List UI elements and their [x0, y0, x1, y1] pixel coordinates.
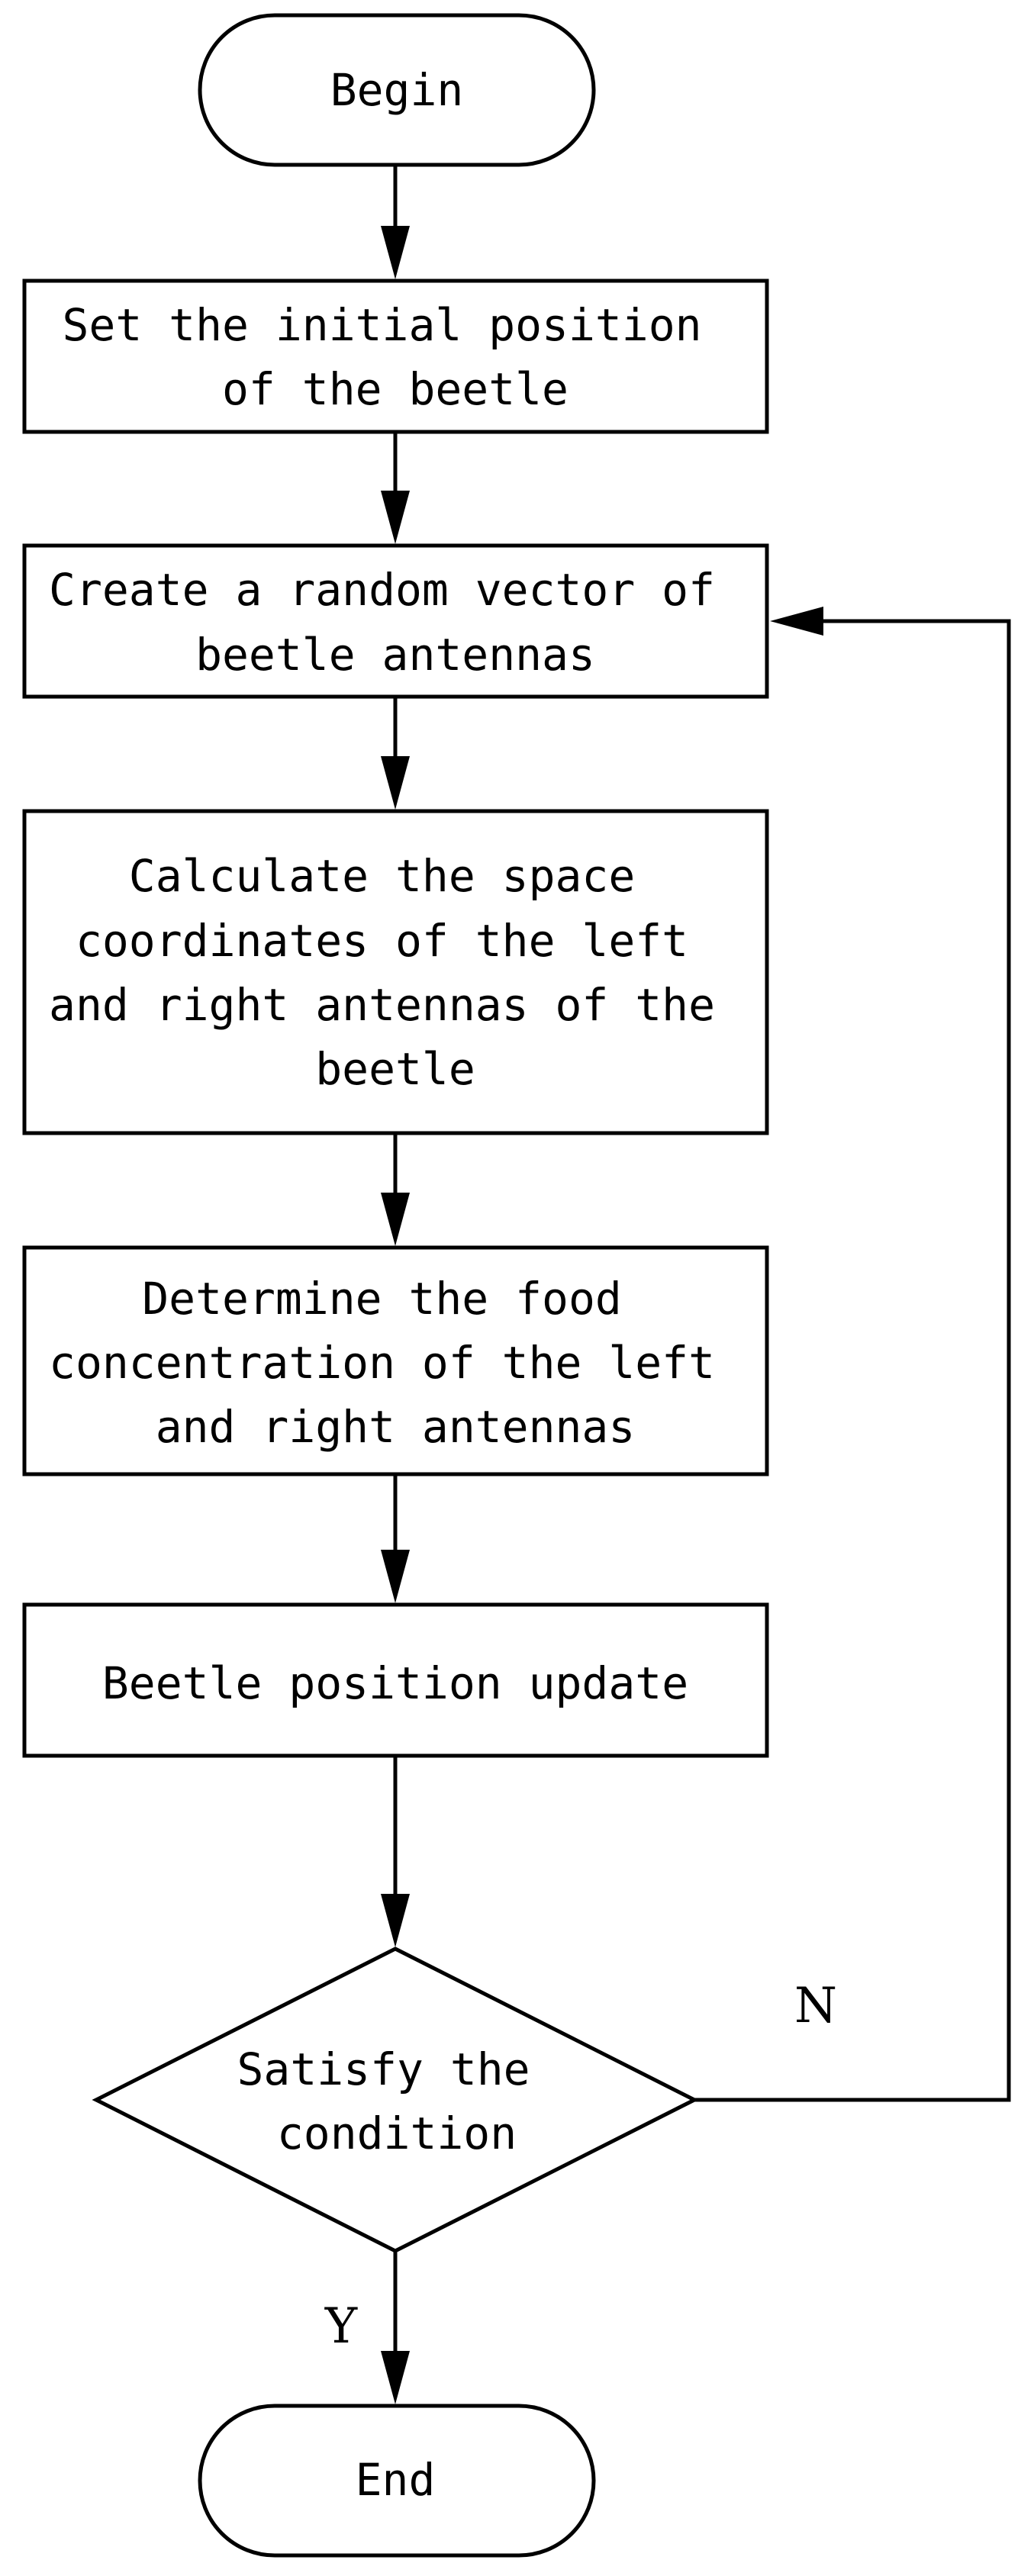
decision-diamond — [92, 1946, 699, 2253]
arrowhead-end — [381, 2351, 410, 2404]
yes-branch-label: Y — [324, 2298, 358, 2355]
step-5-box — [22, 1602, 769, 1758]
step-3-label: Calculate the space coordinates of the l… — [49, 850, 742, 1095]
connector-loop-back — [694, 619, 1011, 2102]
begin-label: Begin — [330, 64, 464, 116]
step-3-line-2: coordinates of the left — [76, 915, 688, 967]
decision-line-1: Satisfy the — [237, 2043, 530, 2095]
end-label: End — [356, 2454, 436, 2506]
arrowhead-decision — [381, 1894, 410, 1947]
arrowhead-step-2 — [381, 491, 410, 544]
step-4-label: Determine the food concentration of the … — [49, 1273, 742, 1453]
step-4-line-1: Determine the food — [142, 1273, 622, 1325]
step-3-line-4: beetle — [315, 1043, 475, 1095]
decision-line-2: condition — [277, 2107, 517, 2159]
step-3-line-1: Calculate the space — [129, 850, 635, 902]
step-5-label: Beetle position update — [102, 1657, 688, 1709]
step-1-line-2: of the beetle — [222, 363, 569, 415]
step-1-line-1: Set the initial position — [63, 299, 702, 351]
decision-label: Satisfy the condition — [237, 2043, 556, 2159]
step-2-line-2: beetle antennas — [195, 629, 595, 681]
step-2-line-1: Create a random vector of — [49, 564, 715, 616]
step-2-label: Create a random vector of beetle antenna… — [49, 564, 742, 681]
arrowhead-step-5 — [381, 1550, 410, 1603]
step-3-box — [22, 809, 769, 1135]
step-1-label: Set the initial position of the beetle — [63, 299, 729, 415]
arrowhead-step-1 — [381, 226, 410, 279]
step-1-box — [22, 279, 769, 434]
arrowhead-step-4 — [381, 1193, 410, 1246]
arrowhead-step-3 — [381, 756, 410, 810]
arrowhead-loop-back — [770, 607, 823, 636]
end-terminator — [198, 2404, 596, 2558]
step-4-line-2: concentration of the left — [49, 1337, 715, 1389]
step-3-line-3: and right antennas of the — [49, 979, 715, 1031]
step-4-box — [22, 1245, 769, 1476]
no-branch-label: N — [794, 1978, 837, 2034]
step-4-line-3: and right antennas — [156, 1401, 636, 1453]
